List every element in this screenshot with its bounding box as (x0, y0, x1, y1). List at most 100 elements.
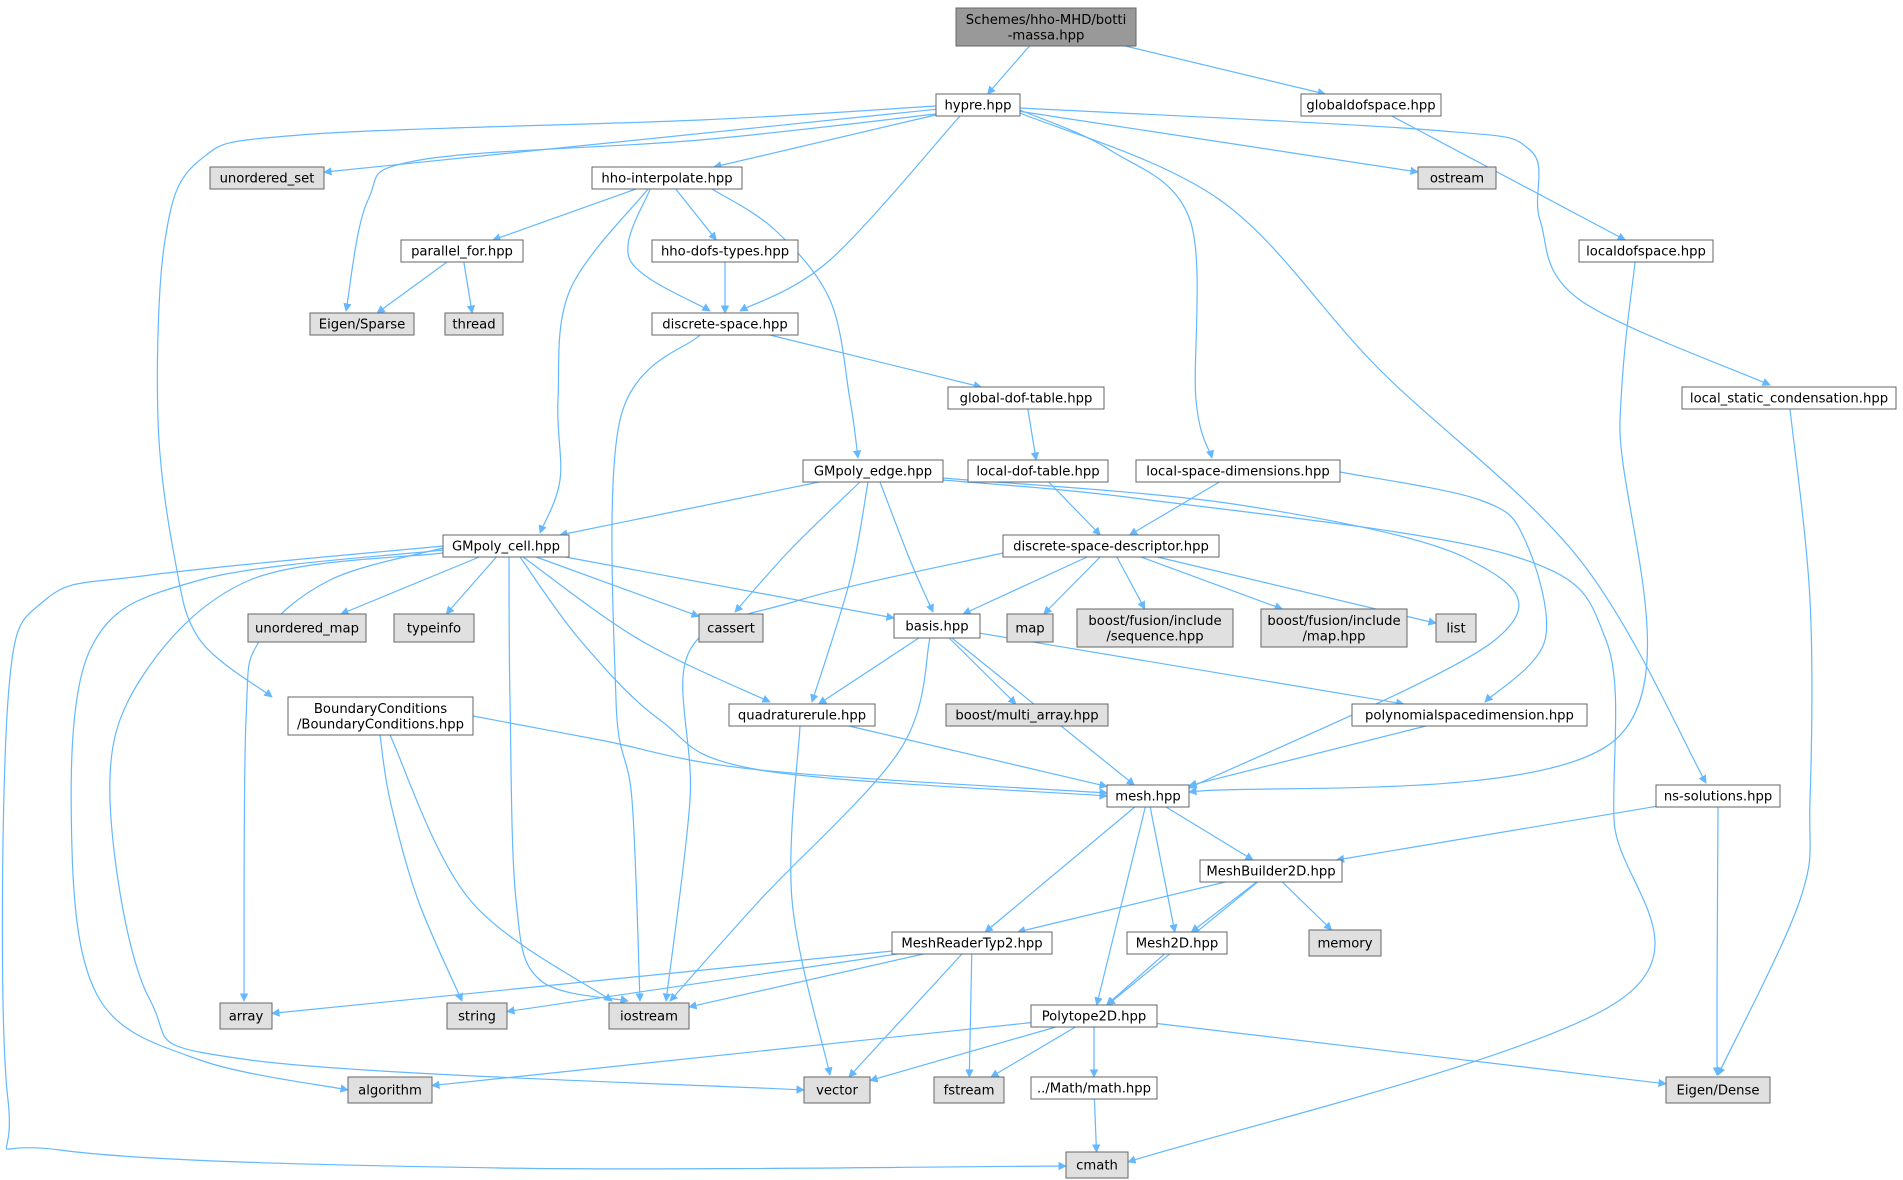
node-bf-seq: boost/fusion/include/sequence.hpp (1076, 608, 1234, 648)
edge-meshreader-to-vector (848, 953, 963, 1078)
node-local-dof-table[interactable]: local-dof-table.hpp (967, 459, 1109, 483)
node-box (247, 613, 367, 643)
node-ns-solutions[interactable]: ns-solutions.hpp (1655, 784, 1781, 808)
edge-boundary-to-string (379, 734, 463, 1002)
node-box (1351, 703, 1588, 727)
node-box (1126, 931, 1228, 955)
node-box (891, 931, 1053, 955)
node-global-dof-table[interactable]: global-dof-table.hpp (947, 386, 1105, 410)
node-gmpoly-cell[interactable]: GMpoly_cell.hpp (442, 534, 570, 558)
node-box (1655, 784, 1781, 808)
edge-boundary-to-iostream (389, 734, 613, 1002)
node-boundary[interactable]: BoundaryConditions/BoundaryConditions.hp… (287, 696, 474, 736)
edge-hypre-to-local_static (1019, 107, 1771, 386)
node-meshbuilder[interactable]: MeshBuilder2D.hpp (1199, 859, 1343, 883)
node-box (444, 312, 504, 336)
edge-polytope-to-eigen_dense (1156, 1022, 1667, 1088)
edge-quadrule-to-mesh (848, 725, 1108, 789)
node-ostream: ostream (1417, 166, 1497, 190)
edge-quadrule-to-vector (790, 725, 833, 1076)
node-math[interactable]: ../Math/math.hpp (1030, 1076, 1158, 1100)
edge-hho_interp-to-hho_dofs (675, 188, 717, 241)
edge-gmpoly_edge-to-quadrule (810, 481, 869, 703)
node-local-static[interactable]: local_static_condensation.hpp (1681, 386, 1897, 410)
node-box (219, 1002, 273, 1030)
node-box (446, 1002, 508, 1030)
node-mesh[interactable]: mesh.hpp (1106, 784, 1190, 808)
node-label: ostream (1430, 172, 1484, 187)
node-label: unordered_map (255, 622, 359, 637)
node-fstream: fstream (933, 1076, 1005, 1104)
edge-polytope-to-fstream (990, 1026, 1076, 1078)
node-hho-dofs[interactable]: hho-dofs-types.hpp (651, 239, 799, 263)
node-box (309, 312, 415, 336)
node-box (1260, 608, 1408, 648)
node-localdof[interactable]: localdofspace.hpp (1578, 239, 1714, 263)
node-parallel-for[interactable]: parallel_for.hpp (400, 239, 524, 263)
edge-polytope-to-vector (869, 1026, 1056, 1083)
node-label: globaldofspace.hpp (1306, 99, 1435, 114)
node-algorithm: algorithm (347, 1076, 433, 1104)
node-box (1578, 239, 1714, 263)
node-label: vector (816, 1084, 858, 1099)
edge-local_space_dims-to-dsd (1128, 481, 1220, 536)
node-dsd[interactable]: discrete-space-descriptor.hpp (1002, 534, 1220, 558)
edge-local_space_dims-to-polyspacedim (1339, 471, 1548, 703)
node-label: local-space-dimensions.hpp (1146, 465, 1329, 480)
node-box (728, 703, 876, 727)
node-label: boost/fusion/include (1267, 614, 1400, 629)
node-gmpoly-edge[interactable]: GMpoly_edge.hpp (802, 459, 944, 483)
node-local-space-dims[interactable]: local-space-dimensions.hpp (1135, 459, 1341, 483)
node-label: boost/multi_array.hpp (955, 709, 1098, 724)
node-polytope[interactable]: Polytope2D.hpp (1030, 1004, 1158, 1028)
node-box (893, 613, 981, 639)
node-box (1681, 386, 1897, 410)
edge-basis-to-polyspacedim (979, 632, 1405, 707)
node-box (1135, 459, 1341, 483)
node-label: /sequence.hpp (1106, 629, 1203, 644)
node-box (1065, 1151, 1129, 1179)
node-discrete-space[interactable]: discrete-space.hpp (651, 312, 799, 336)
node-label: discrete-space.hpp (662, 318, 787, 333)
edge-hypre-to-unordered_set (323, 108, 937, 176)
node-globaldof[interactable]: globaldofspace.hpp (1300, 93, 1442, 117)
node-label: global-dof-table.hpp (960, 392, 1093, 407)
node-eigen-sparse: Eigen/Sparse (309, 312, 415, 336)
node-label: string (458, 1010, 496, 1025)
node-mesh2d[interactable]: Mesh2D.hpp (1126, 931, 1228, 955)
node-label: parallel_for.hpp (411, 245, 513, 260)
node-label: array (229, 1010, 264, 1025)
node-label: Eigen/Sparse (319, 318, 406, 333)
node-hypre[interactable]: hypre.hpp (935, 93, 1021, 117)
edge-global_dof_table-to-local_dof_table (1027, 408, 1040, 461)
node-thread: thread (444, 312, 504, 336)
node-polyspacedim[interactable]: polynomialspacedimension.hpp (1351, 703, 1588, 727)
edge-basis-to-iostream (669, 637, 931, 1002)
node-box (287, 696, 474, 736)
edge-globaldof-to-localdof (1391, 115, 1627, 241)
node-label: fstream (944, 1084, 995, 1099)
edge-meshreader-to-iostream (688, 953, 924, 1010)
edge-gmpoly_cell-to-array (239, 547, 444, 1002)
edge-basis-to-multi_array (948, 637, 1017, 705)
node-label: boost/fusion/include (1088, 614, 1221, 629)
edge-gmpoly_edge-to-gmpoly_cell (559, 481, 820, 538)
node-box (608, 1002, 690, 1030)
node-box (945, 703, 1109, 727)
node-vector: vector (803, 1076, 871, 1104)
node-multi-array: boost/multi_array.hpp (945, 703, 1109, 727)
node-label: quadraturerule.hpp (738, 709, 866, 724)
node-quadrule[interactable]: quadraturerule.hpp (728, 703, 876, 727)
edge-mesh2d-to-polytope (1105, 953, 1165, 1006)
node-basis[interactable]: basis.hpp (893, 613, 981, 639)
node-label: thread (452, 318, 495, 333)
node-hho-interp[interactable]: hho-interpolate.hpp (591, 166, 743, 190)
edge-parallel_for-to-thread (463, 261, 476, 314)
node-meshreader[interactable]: MeshReaderTyp2.hpp (891, 931, 1053, 955)
node-root[interactable]: Schemes/hho-MHD/botti-massa.hpp (955, 7, 1137, 47)
edge-meshreader-to-fstream (965, 953, 974, 1078)
edge-meshbuilder-to-meshreader (1016, 881, 1226, 935)
node-label: Polytope2D.hpp (1042, 1010, 1147, 1025)
node-box (1199, 859, 1343, 883)
